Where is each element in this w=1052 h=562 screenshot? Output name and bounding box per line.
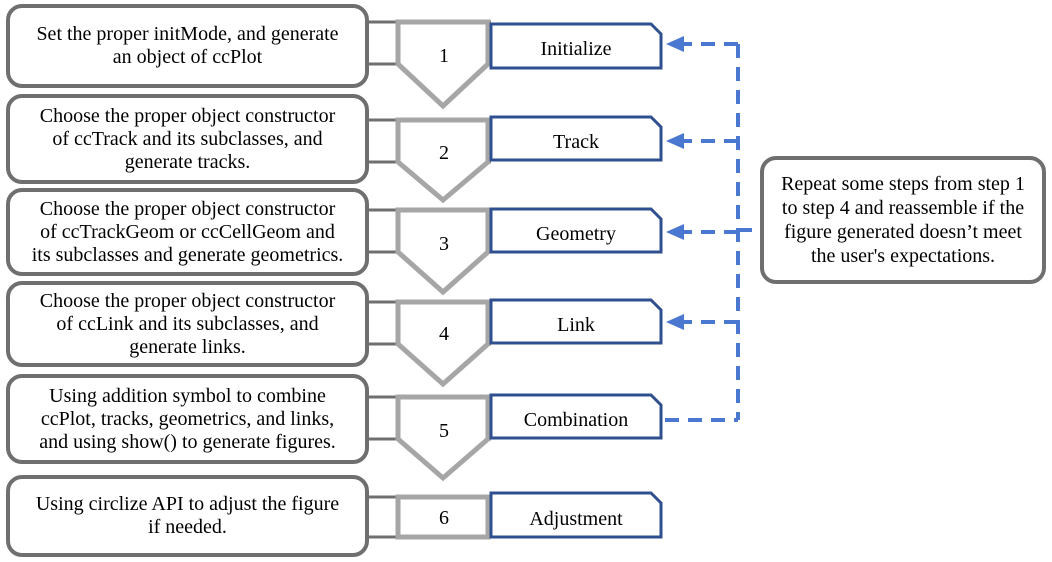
step-6-label-box <box>489 491 663 539</box>
step-2-label-box <box>489 115 663 162</box>
step-3-description: Choose the proper object constructor of … <box>31 197 344 266</box>
step-4-number: 4 <box>439 323 449 345</box>
feedback-arrowhead-3 <box>666 224 684 240</box>
step-6-description: Using circlize API to adjust the figure … <box>35 493 340 538</box>
step-1-label-box <box>489 22 663 70</box>
step-4-chevron <box>395 299 491 388</box>
step-1-description: Set the proper initMode, and generate an… <box>36 23 339 68</box>
step-1-label: Initialize <box>540 38 612 60</box>
step-5-description: Using addition symbol to combine ccPlot,… <box>39 384 336 453</box>
step-4-description: Choose the proper object constructor of … <box>39 289 336 358</box>
step-6-description-box: Using circlize API to adjust the figure … <box>6 475 369 557</box>
step-3-chevron <box>395 207 491 296</box>
step-5-description-box: Using addition symbol to combine ccPlot,… <box>6 374 369 464</box>
step-3-label-box <box>489 207 663 254</box>
feedback-arrowhead-2 <box>666 133 684 149</box>
step-1-chevron <box>395 19 491 110</box>
step-3-description-box: Choose the proper object constructor of … <box>6 188 369 276</box>
feedback-arrowhead-1 <box>666 36 684 52</box>
step-5-chevron <box>395 394 491 482</box>
step-3-label: Geometry <box>536 223 616 245</box>
step-4-label-box <box>489 298 663 345</box>
repeat-note-box: Repeat some steps from step 1 to step 4 … <box>760 156 1046 284</box>
step-1-number: 1 <box>439 45 449 67</box>
step-3-number: 3 <box>439 233 449 255</box>
step-5-label-box <box>489 393 663 440</box>
step-2-chevron <box>395 117 491 204</box>
feedback-arrowhead-4 <box>666 314 684 330</box>
repeat-note: Repeat some steps from step 1 to step 4 … <box>781 173 1025 267</box>
step-6-label: Adjustment <box>529 508 623 530</box>
step-2-description: Choose the proper object constructor of … <box>39 104 336 173</box>
step-6-number: 6 <box>439 507 449 529</box>
step-4-label: Link <box>557 314 595 336</box>
step-4-description-box: Choose the proper object constructor of … <box>6 281 369 367</box>
step-5-label: Combination <box>523 409 629 431</box>
step-5-number: 5 <box>439 420 449 442</box>
step-2-description-box: Choose the proper object constructor of … <box>6 94 369 184</box>
step-2-number: 2 <box>439 142 449 164</box>
step-2-label: Track <box>553 131 599 153</box>
step-6-chevron <box>395 494 491 540</box>
step-1-description-box: Set the proper initMode, and generate an… <box>6 4 369 88</box>
